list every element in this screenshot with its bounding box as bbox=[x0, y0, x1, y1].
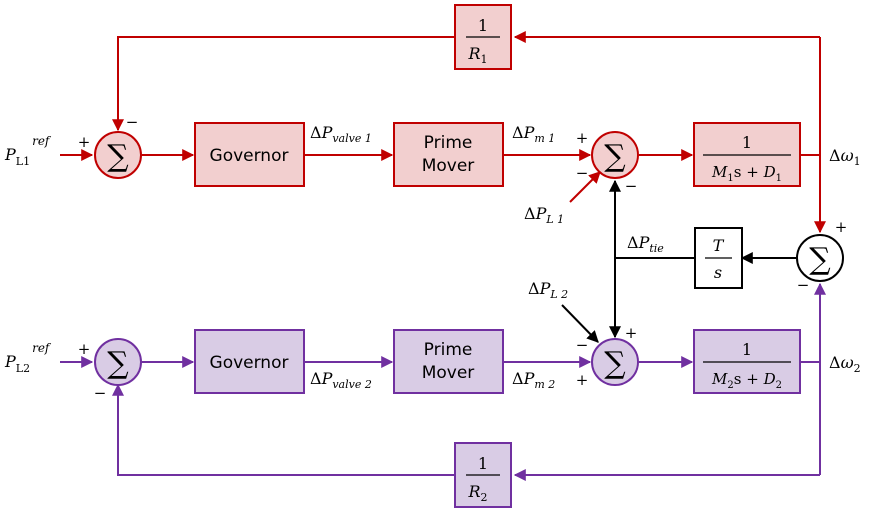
area-1-loop bbox=[60, 31, 826, 234]
area-2-ref-sum-minus: − bbox=[94, 384, 107, 402]
area-1-governor-label: Governor bbox=[210, 146, 289, 166]
tie-sum-glyph: ∑ bbox=[809, 242, 831, 277]
area-1-ref-label: PL1ref bbox=[4, 134, 52, 168]
area-1-valve-label: ΔPvalve 1 bbox=[310, 123, 372, 145]
area-2-power-sum-mech-plus: + bbox=[576, 371, 589, 389]
tie-sum-minus: − bbox=[797, 276, 810, 294]
area-1-prime-mover-block bbox=[393, 122, 504, 187]
area-1-ref-sum-plus: + bbox=[78, 133, 91, 151]
area-2-mech-label: ΔPm 2 bbox=[512, 369, 555, 391]
area-2-prime-mover-label-line1: Prime bbox=[424, 340, 473, 360]
area-1-power-sum-plus: + bbox=[576, 129, 589, 147]
area-2-ref-sum-glyph: ∑ bbox=[107, 346, 129, 381]
area-1-droop-numerator: 1 bbox=[478, 16, 488, 35]
area-2-droop-block bbox=[454, 442, 512, 508]
area-2-droop-numerator: 1 bbox=[478, 454, 488, 473]
area-2-load-label: ΔPL 2 bbox=[528, 279, 568, 301]
tie-gain-numerator: T bbox=[713, 236, 725, 255]
area-2-governor-block bbox=[194, 329, 305, 394]
area-2-ref-sum-plus: + bbox=[78, 340, 91, 358]
tie-line bbox=[561, 179, 796, 343]
area-2-load-wire bbox=[561, 304, 599, 343]
area-1-power-sum-tie-minus: − bbox=[625, 177, 638, 195]
area-1-ref-sum-junction bbox=[94, 131, 142, 179]
area-2-plant-numerator: 1 bbox=[742, 340, 752, 359]
area-2-prime-mover-block bbox=[393, 329, 504, 394]
area-2-prime-mover-label-line2: Mover bbox=[422, 363, 475, 383]
area-2-power-sum-tie-plus: + bbox=[625, 324, 638, 342]
tie-power-label: ΔPtie bbox=[627, 233, 664, 255]
area-1-feedback-wire-return bbox=[112, 36, 455, 132]
area-1-load-label: ΔPL 1 bbox=[524, 204, 564, 226]
area-1-droop-denominator: R1 bbox=[467, 44, 487, 66]
area-1-power-sum-load-minus: − bbox=[576, 164, 589, 182]
area-1-power-sum-junction bbox=[591, 131, 639, 179]
area-2-loop bbox=[60, 282, 826, 481]
area-2-ref-sum-junction bbox=[94, 338, 142, 386]
area-2-power-sum-junction bbox=[591, 338, 639, 386]
area-1-freq-label: Δω1 bbox=[829, 146, 861, 168]
area-1-plant-numerator: 1 bbox=[742, 133, 752, 152]
area-1-mech-label: ΔPm 1 bbox=[512, 123, 555, 145]
area-2-droop-denominator: R2 bbox=[467, 482, 487, 504]
area-2-valve-label: ΔPvalve 2 bbox=[310, 369, 372, 391]
area-1-prime-mover-label-line2: Mover bbox=[422, 156, 475, 176]
area-1-plant-denominator: M1s + D1 bbox=[711, 163, 782, 184]
area-1-prime-mover-label-line1: Prime bbox=[424, 133, 473, 153]
area-1-power-sum-glyph: ∑ bbox=[604, 139, 626, 174]
area-2-freq-label: Δω2 bbox=[829, 353, 861, 375]
area-2-power-sum-glyph: ∑ bbox=[604, 346, 626, 381]
area-2-feedback-wire-return bbox=[112, 383, 455, 476]
area-1-ref-sum-glyph: ∑ bbox=[107, 139, 129, 174]
area-1-governor-block bbox=[194, 122, 305, 187]
area-2-plant-denominator: M2s + D2 bbox=[711, 370, 782, 391]
tie-gain-denominator: s bbox=[714, 263, 722, 282]
area-1-load-wire bbox=[569, 171, 601, 203]
tie-sum-plus: + bbox=[835, 218, 848, 236]
area-2-power-sum-load-minus: − bbox=[576, 336, 589, 354]
area-1-ref-sum-minus: − bbox=[126, 113, 139, 131]
area-2-ref-label: PL2ref bbox=[4, 341, 52, 375]
tie-sum-junction bbox=[796, 234, 844, 282]
area-2-governor-label: Governor bbox=[210, 353, 289, 373]
